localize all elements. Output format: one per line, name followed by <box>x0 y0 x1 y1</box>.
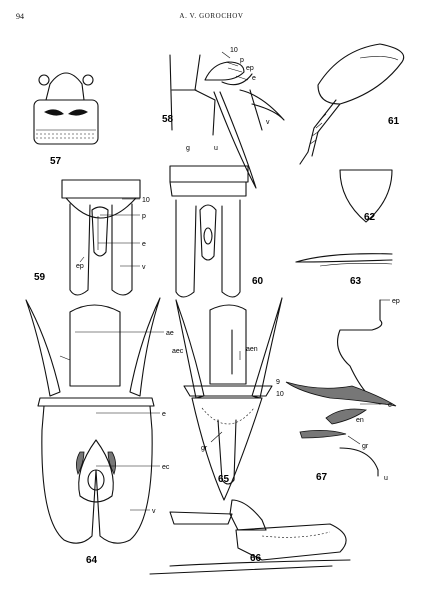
label-f58-10: 10 <box>230 47 238 54</box>
figure-66-drawing <box>149 499 351 575</box>
label-f67-gr: gr <box>362 443 369 450</box>
figure-65-drawing <box>175 297 283 501</box>
figure-number-58: 58 <box>162 114 174 125</box>
label-f65-9: 9 <box>276 379 280 386</box>
figure-67-drawing <box>285 299 397 477</box>
label-f59-p: p <box>142 213 146 220</box>
label-f64-aec: aec <box>172 348 184 355</box>
label-f65-10: 10 <box>276 391 284 398</box>
label-f58-p: p <box>240 57 244 64</box>
leader-lines <box>59 51 390 511</box>
label-f59-ep: ep <box>76 263 84 270</box>
label-f58-ep: ep <box>246 65 254 72</box>
figure-59-drawing <box>61 179 141 296</box>
figure-63-drawing <box>295 253 393 267</box>
label-f67-u: u <box>384 475 388 482</box>
figure-62-drawing <box>339 169 393 223</box>
label-f67-ep: ep <box>392 298 400 305</box>
label-f59-v: v <box>142 264 146 271</box>
label-f58-e: e <box>252 75 256 82</box>
label-f59-e: e <box>142 241 146 248</box>
label-f58-g: g <box>186 145 190 152</box>
figure-58-drawing <box>169 54 285 189</box>
figure-57-drawing <box>33 72 99 145</box>
label-f67-e: e <box>388 402 392 409</box>
figure-number-62: 62 <box>364 212 376 223</box>
figure-number-67: 67 <box>316 472 328 483</box>
figure-number-59: 59 <box>34 272 46 283</box>
part-labels: 10 p ep e v g u 10 p ep e v ae aec e ec … <box>76 47 400 515</box>
figure-number-66: 66 <box>250 553 262 564</box>
figure-number-60: 60 <box>252 276 264 287</box>
label-f58-v: v <box>266 119 270 126</box>
label-f64-v: v <box>152 508 156 515</box>
label-f64-e: e <box>162 411 166 418</box>
figure-number-57: 57 <box>50 156 62 167</box>
figure-61-drawing <box>299 43 405 165</box>
running-head: A. V. GOROCHOV <box>179 12 244 20</box>
label-f58-u: u <box>214 145 218 152</box>
figure-number-61: 61 <box>388 116 400 127</box>
label-f64-ae: ae <box>166 330 174 337</box>
label-f59-10: 10 <box>142 197 150 204</box>
label-f65-gr: gr <box>201 445 208 452</box>
page-number: 94 <box>16 12 24 21</box>
label-f64-ec: ec <box>162 464 170 471</box>
label-f67-en: en <box>356 417 364 424</box>
figure-64-drawing <box>25 297 161 544</box>
figure-60-drawing <box>169 165 249 298</box>
figure-number-64: 64 <box>86 555 98 566</box>
label-f65-aen: aen <box>246 346 258 353</box>
figure-number-63: 63 <box>350 276 362 287</box>
figure-number-65: 65 <box>218 474 230 485</box>
